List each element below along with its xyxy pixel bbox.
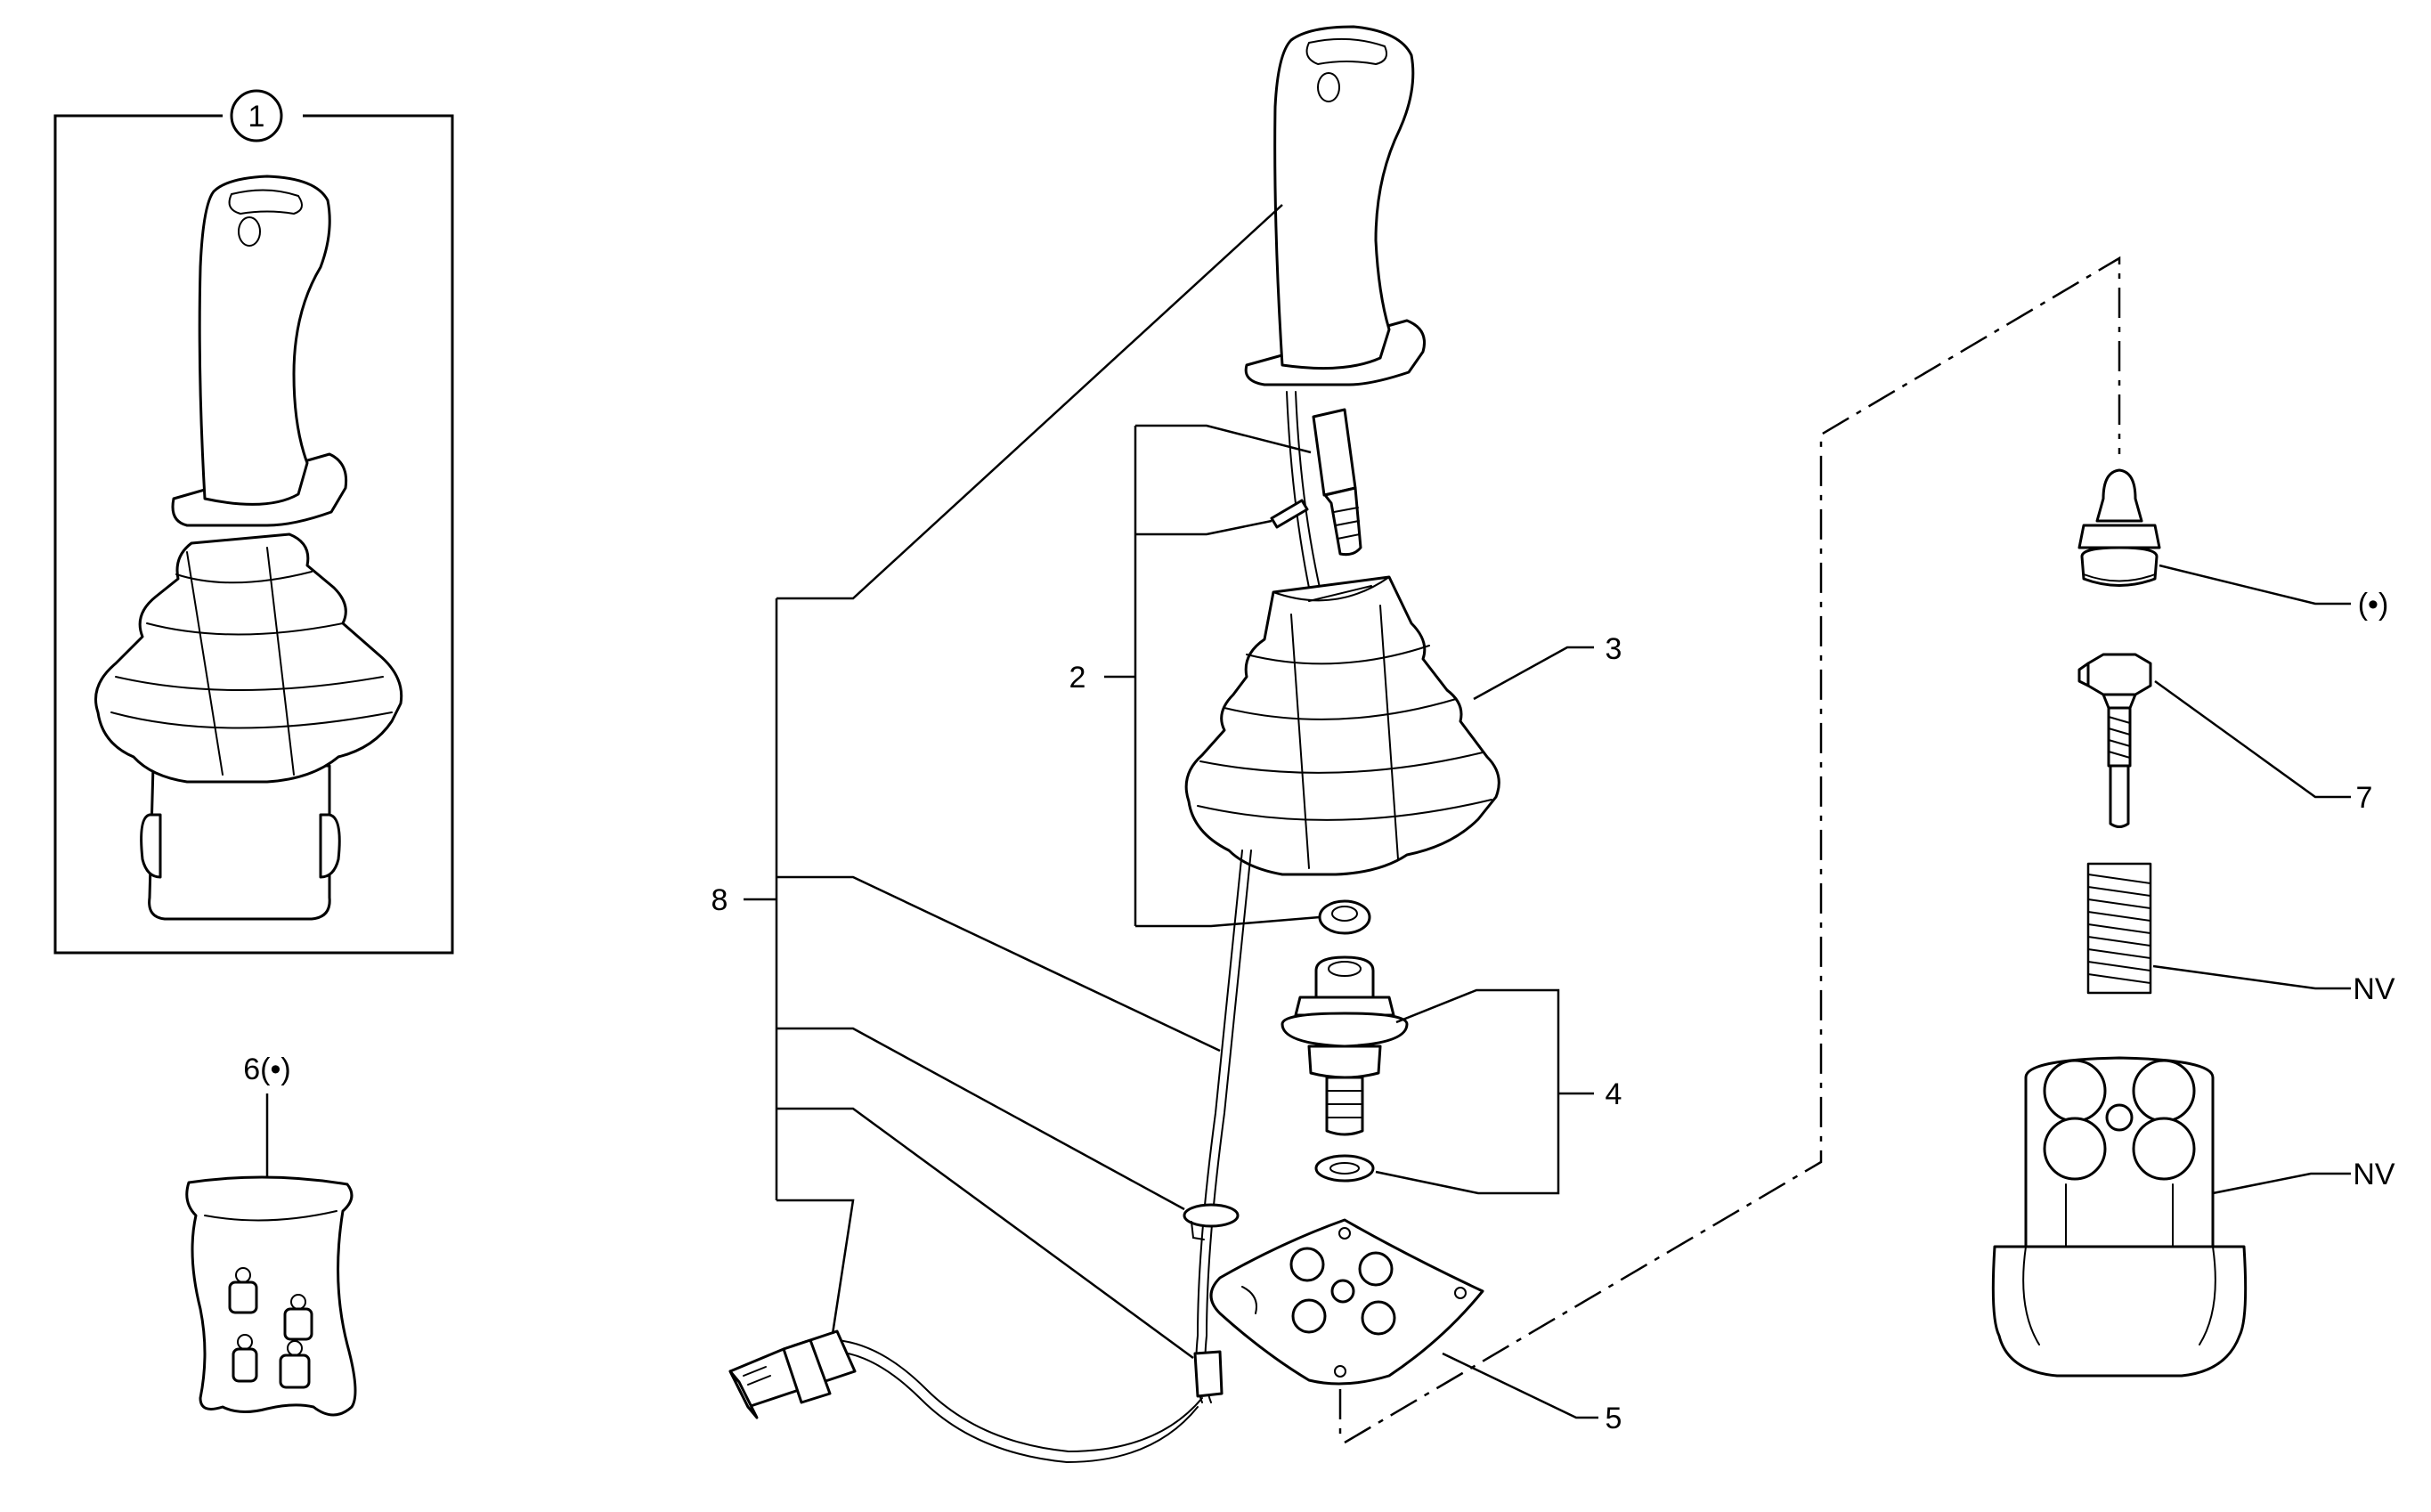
callout-3: 3: [1606, 632, 1622, 666]
control-valve: [1281, 955, 1409, 1136]
washer: [1314, 1154, 1375, 1183]
callout-6: 6(•): [243, 1053, 290, 1086]
right-detail-view: (•) 7 NV: [1991, 468, 2395, 1378]
plug-cable: [836, 1339, 1203, 1453]
callout-2: 2: [1069, 661, 1086, 695]
callout-nv1: NV: [2353, 972, 2395, 1006]
bracket-4: [1375, 988, 1560, 1195]
callout-1: 1: [248, 100, 265, 134]
electrical-plug: [728, 1329, 857, 1419]
callout-4: 4: [1606, 1077, 1622, 1111]
callout-nv2: NV: [2353, 1158, 2395, 1191]
callout-5: 5: [1606, 1402, 1622, 1435]
callout-8: 8: [711, 883, 728, 917]
mounting-plate: [1209, 1218, 1484, 1386]
callout-7: 7: [2356, 781, 2373, 815]
callout-bullet: (•): [2358, 588, 2389, 622]
adjuster-screw: [2077, 653, 2152, 828]
bag-outline: [185, 1175, 357, 1417]
leader-5: [1442, 1352, 1598, 1419]
leader-nv1: [2152, 964, 2351, 990]
rubber-boot: [1184, 575, 1500, 876]
center-exploded-view: [728, 25, 1500, 1464]
connector-part: [1312, 408, 1362, 557]
leader-bullet: [2159, 564, 2351, 606]
spring: [2086, 862, 2152, 995]
roll-pin: [1270, 499, 1309, 529]
assembly-panel: 1: [53, 89, 454, 955]
callout-circle-1: [230, 89, 283, 142]
bag-small-parts: [228, 1267, 313, 1389]
cable-clip: [1183, 1203, 1240, 1240]
handle-cable: [1286, 391, 1310, 589]
leader-7: [2154, 679, 2351, 799]
nut: [1318, 899, 1371, 935]
plunger-seal: [2077, 468, 2161, 587]
seal-kit-bag: 6(•): [185, 1053, 357, 1417]
center-leaders: 2 3 4 5 8: [711, 204, 1622, 1435]
leader-nv2: [2212, 1172, 2351, 1195]
valve-body: [1991, 1056, 2248, 1378]
grip-handle: [1244, 25, 1426, 386]
leader-3: [1473, 646, 1594, 701]
complete-joystick-illustration: [94, 175, 403, 921]
cable-sheath: [1193, 1350, 1224, 1398]
